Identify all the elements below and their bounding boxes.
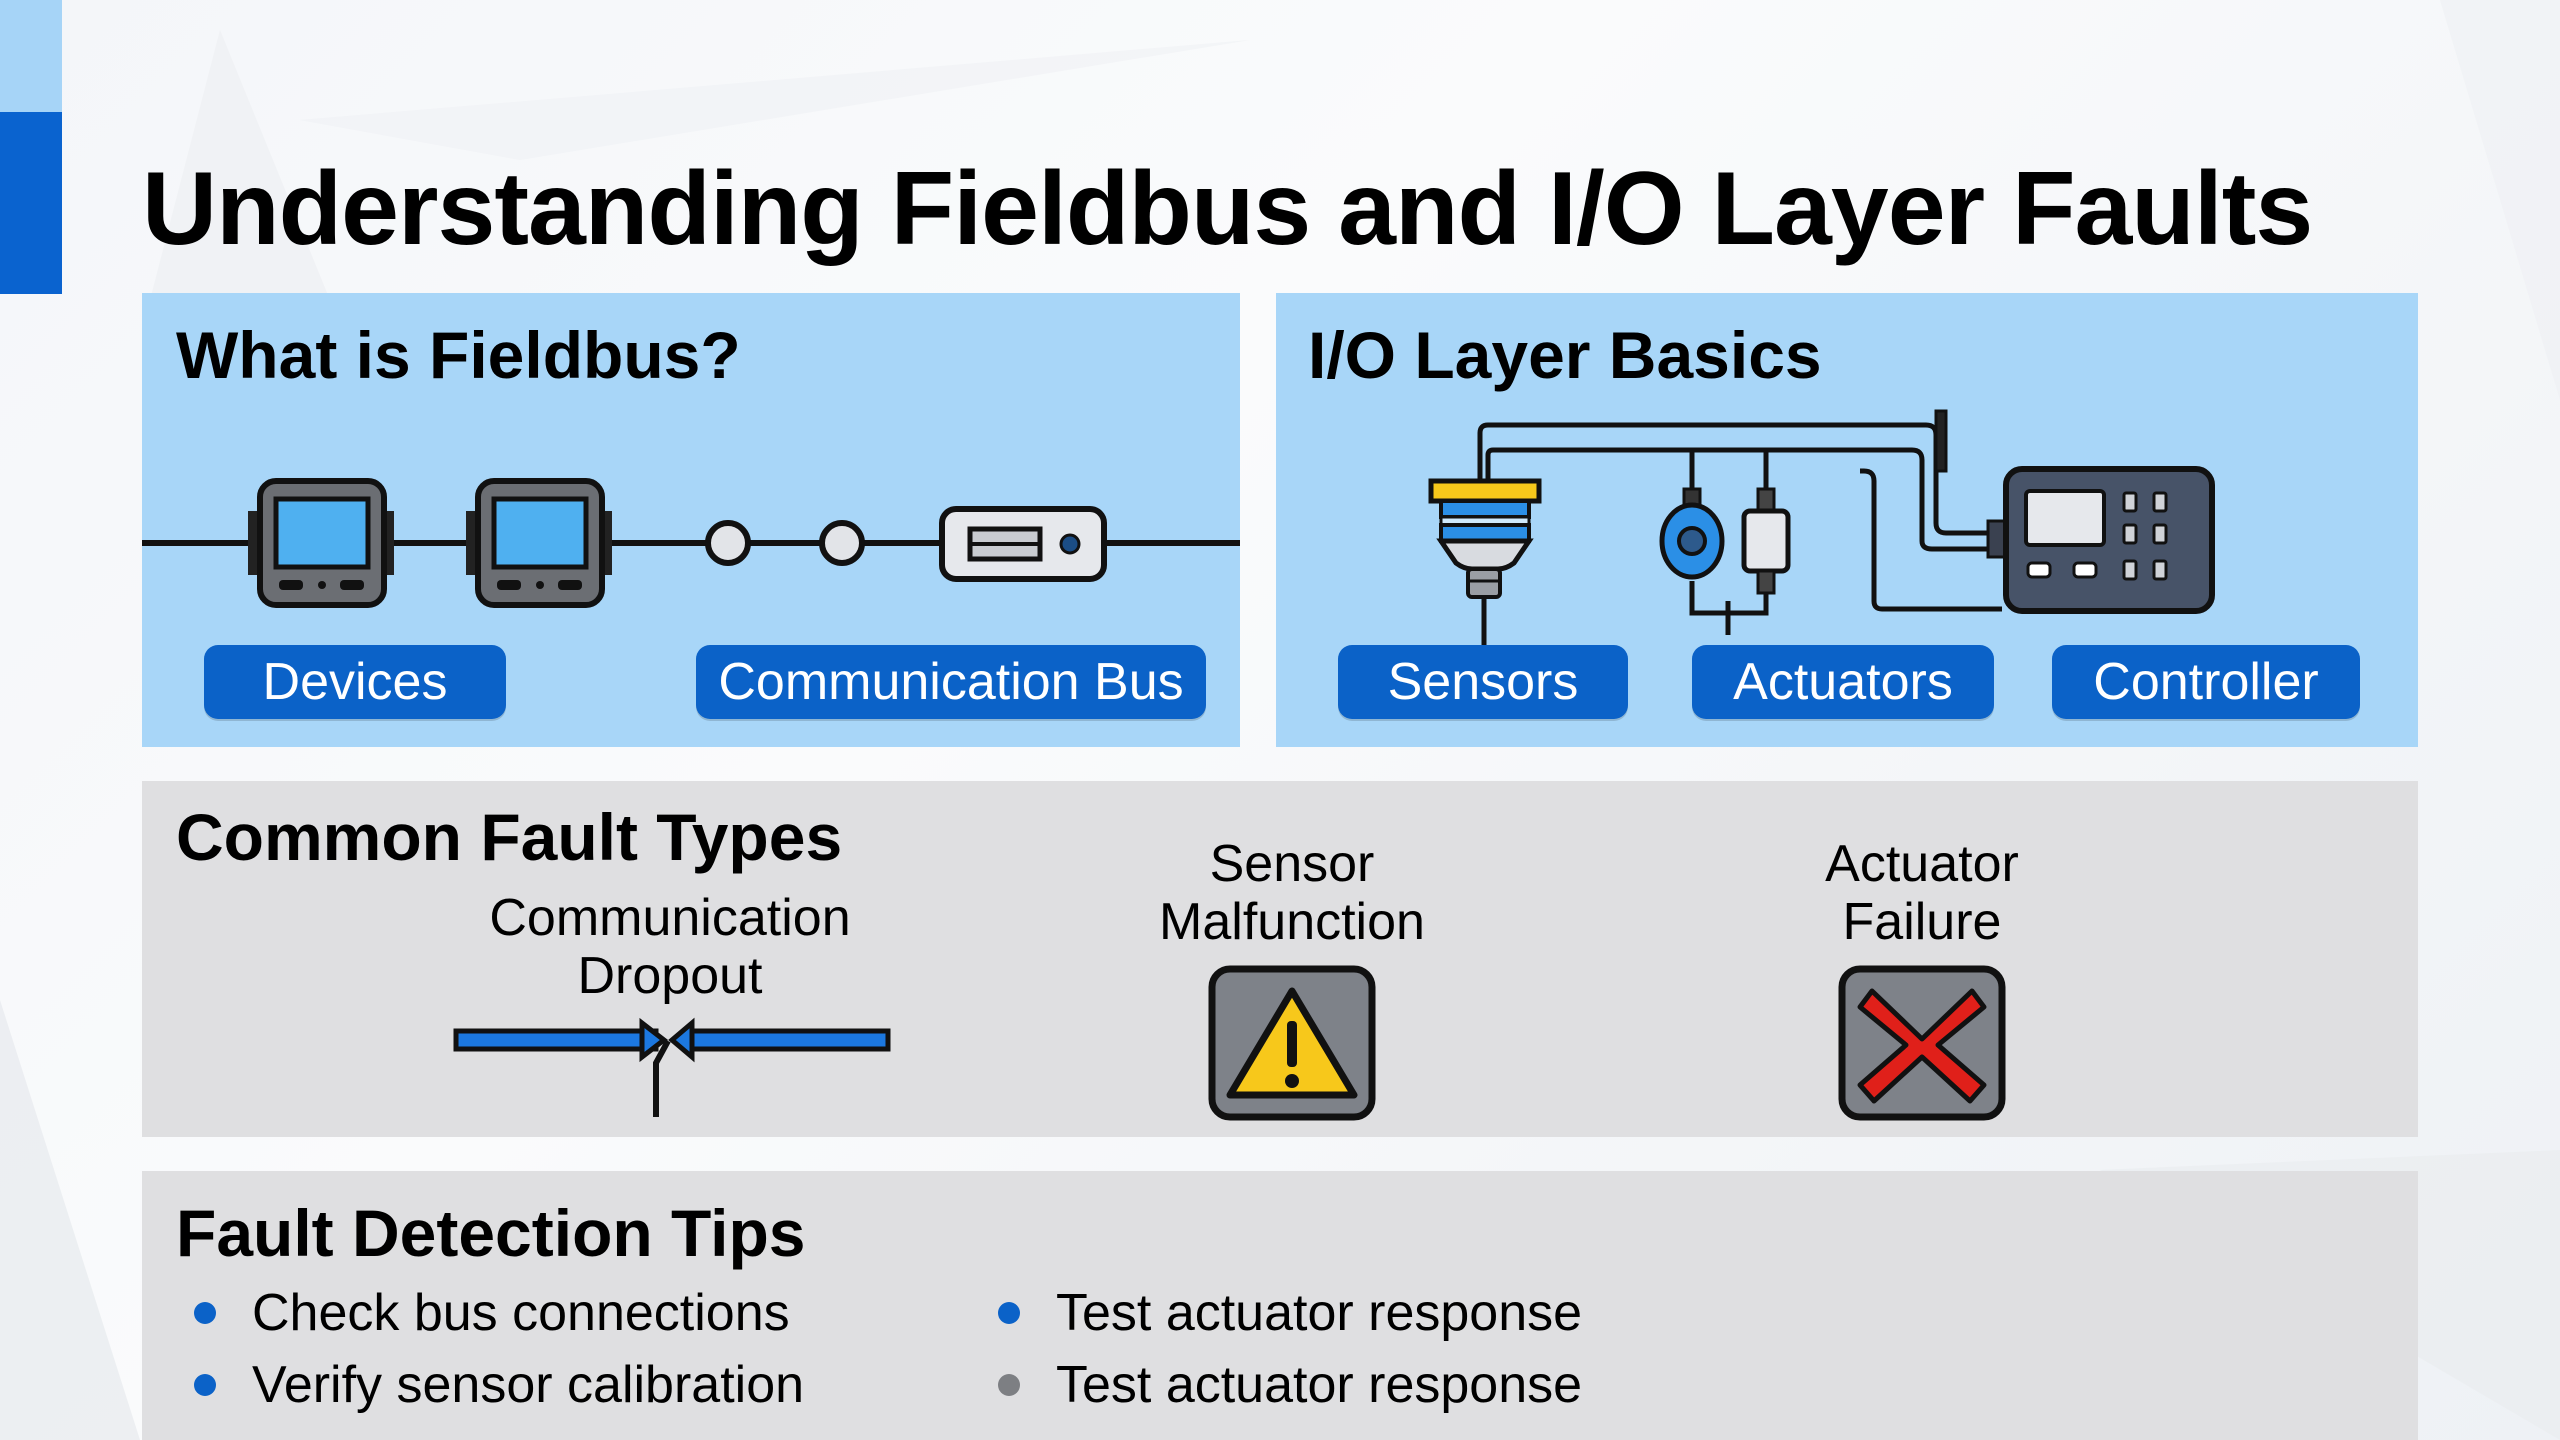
bullet-icon [194, 1374, 216, 1396]
fieldbus-panel: What is Fieldbus? D [142, 293, 1240, 747]
bus-terminal-icon [939, 506, 1107, 582]
bullet-icon [194, 1302, 216, 1324]
bullet-icon [998, 1302, 1020, 1324]
io-layer-panel-title: I/O Layer Basics [1308, 318, 1822, 392]
tip-item: Test actuator response [998, 1355, 1582, 1415]
io-layer-panel: I/O Layer Basics [1276, 293, 2418, 747]
broken-link-icon [453, 1017, 891, 1117]
accent-bar-light [0, 0, 62, 112]
fault-actuator-failure: Actuator Failure [1825, 835, 2019, 951]
fault-communication-dropout: Communication Dropout [489, 889, 851, 1005]
communication-bus-label: Communication Bus [696, 645, 1206, 719]
device-icon [248, 478, 394, 608]
bus-coupler-icon [1934, 409, 1948, 473]
fault-sensor-malfunction: Sensor Malfunction [1159, 835, 1425, 951]
actuators-label: Actuators [1692, 645, 1994, 719]
detection-tips-panel-title: Fault Detection Tips [176, 1196, 806, 1270]
cylinder-actuator-icon [1741, 487, 1791, 595]
bus-node-icon [705, 520, 751, 566]
controller-label: Controller [2052, 645, 2360, 719]
page-title: Understanding Fieldbus and I/O Layer Fau… [142, 151, 2313, 267]
device-icon [466, 478, 612, 608]
fault-types-panel: Common Fault Types Communication Dropout… [142, 781, 2418, 1137]
bullet-icon [998, 1374, 1020, 1396]
fault-types-panel-title: Common Fault Types [176, 800, 843, 874]
detection-tips-panel: Fault Detection Tips Check bus connectio… [142, 1171, 2418, 1440]
bus-node-icon [819, 520, 865, 566]
warning-icon [1208, 965, 1376, 1121]
sensor-icon [1428, 478, 1542, 599]
controller-icon [1986, 466, 2215, 614]
io-layer-diagram [1428, 409, 2215, 648]
devices-label: Devices [204, 645, 506, 719]
tip-item: Verify sensor calibration [194, 1355, 804, 1415]
fieldbus-diagram [142, 478, 1240, 608]
tip-item: Check bus connections [194, 1283, 790, 1343]
valve-actuator-icon [1659, 487, 1725, 580]
accent-bar-dark [0, 112, 62, 294]
fieldbus-panel-title: What is Fieldbus? [176, 318, 741, 392]
tip-item: Test actuator response [998, 1283, 1582, 1343]
sensors-label: Sensors [1338, 645, 1628, 719]
error-x-icon [1838, 965, 2006, 1121]
